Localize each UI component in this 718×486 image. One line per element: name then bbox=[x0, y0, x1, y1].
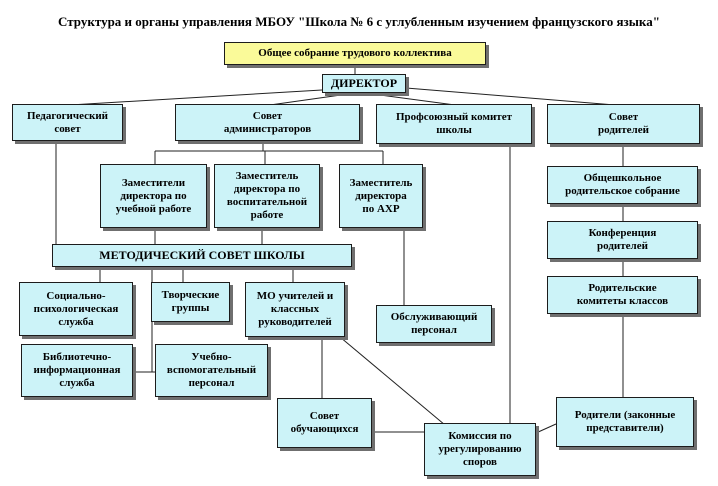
class-parent-committees-box: Родительские комитеты классов bbox=[547, 276, 698, 314]
connector-director-union bbox=[364, 92, 456, 106]
connector-mo-commission bbox=[339, 336, 446, 426]
connector-director-parents bbox=[405, 87, 616, 106]
student-council-box: Совет обучающихся bbox=[277, 398, 372, 448]
deputy-education-box: Заместители директора по учебной работе bbox=[100, 164, 207, 228]
diagram-title: Структура и органы управления МБОУ "Школ… bbox=[58, 14, 660, 29]
parents-council-box: Совет родителей bbox=[547, 104, 700, 144]
director-box: ДИРЕКТОР bbox=[322, 74, 406, 93]
library-information-service-box: Библиотечно- информационная служба bbox=[21, 344, 133, 397]
connector-director-ped bbox=[69, 89, 323, 106]
general-meeting-box: Общее собрание трудового коллектива bbox=[224, 42, 486, 65]
union-committee-box: Профсоюзный комитет школы bbox=[376, 104, 532, 144]
pedagogical-council-box: Педагогический совет bbox=[12, 104, 123, 141]
parents-representatives-box: Родители (законные представители) bbox=[556, 397, 694, 447]
school-parent-meeting-box: Общешкольное родительское собрание bbox=[547, 166, 698, 204]
deputy-ahr-box: Заместитель директора по АХР bbox=[339, 164, 423, 228]
deputy-upbringing-box: Заместитель директора по воспитательной … bbox=[214, 164, 320, 228]
methodical-council-box: МЕТОДИЧЕСКИЙ СОВЕТ ШКОЛЫ bbox=[52, 244, 352, 267]
connector-director-admin bbox=[269, 92, 356, 106]
creative-groups-box: Творческие группы bbox=[151, 282, 230, 322]
service-staff-box: Обслуживающий персонал bbox=[376, 305, 492, 343]
administrators-council-box: Совет администраторов bbox=[175, 104, 360, 141]
parent-conference-box: Конференция родителей bbox=[547, 221, 698, 259]
dispute-commission-box: Комиссия по урегулированию споров bbox=[424, 423, 536, 476]
mo-teachers-box: МО учителей и классных руководителей bbox=[245, 282, 345, 337]
connector-representatives-commission bbox=[535, 423, 557, 434]
social-psychological-service-box: Социально- психологическая служба bbox=[19, 282, 133, 336]
support-staff-box: Учебно- вспомогательный персонал bbox=[155, 344, 268, 397]
